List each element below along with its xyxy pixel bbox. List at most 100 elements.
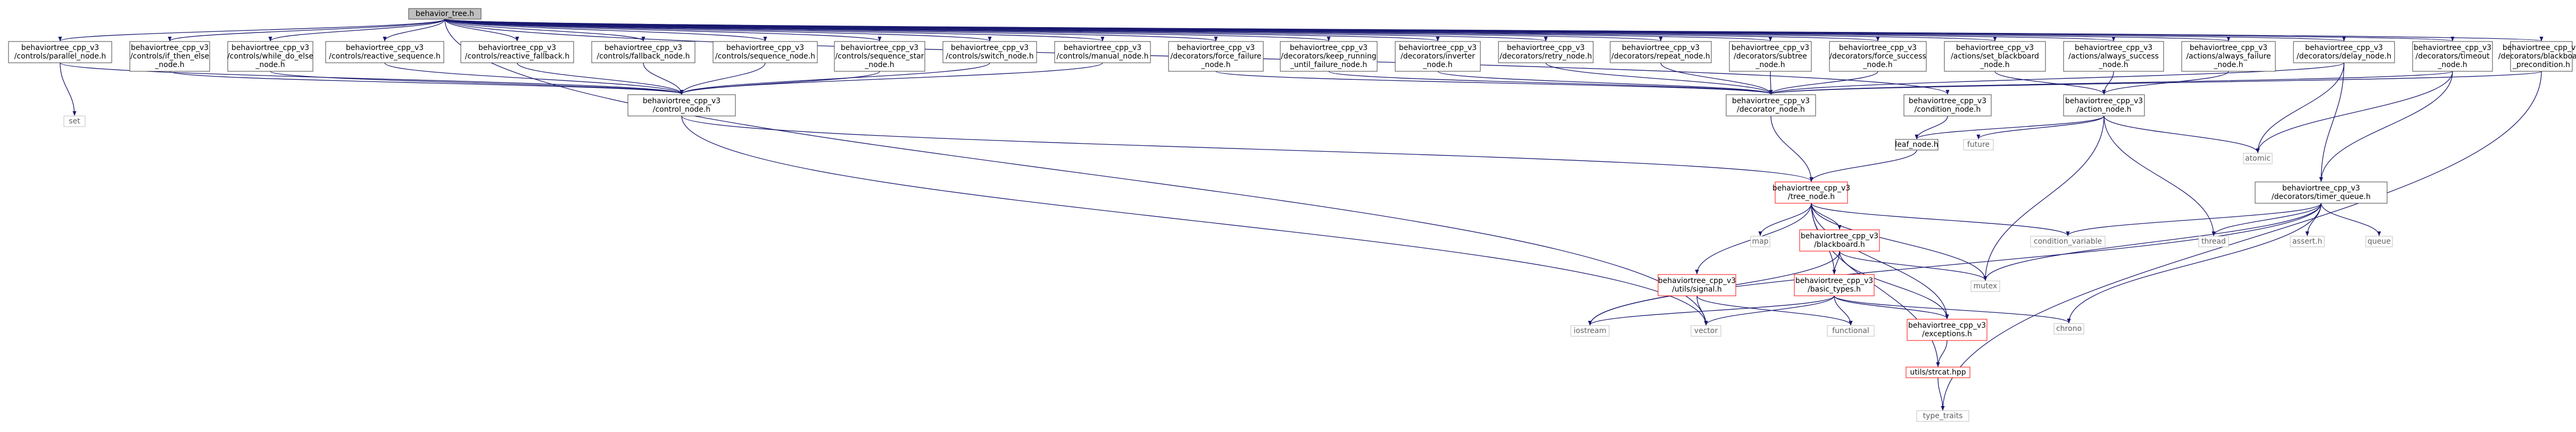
node-utils-strcat-hpp[interactable]: utils/strcat.hpp [1906,367,1970,378]
node-label-line: /decorators/retry_node.h [1500,52,1592,61]
node-behaviortree-cpp-v3-actions-set-blackboard-node-h[interactable]: behaviortree_cpp_v3/actions/set_blackboa… [1944,41,2046,72]
node-box [942,41,1037,63]
node-behaviortree-cpp-v3-decorators-subtree-node-h[interactable]: behaviortree_cpp_v3/decorators/subtree_n… [1729,41,1812,72]
node-label-line: behaviortree_cpp_v3 [1908,321,1986,330]
node-behaviortree-cpp-v3-controls-sequence-node-h[interactable]: behaviortree_cpp_v3/controls/sequence_no… [713,41,818,63]
node-behaviortree-cpp-v3-actions-always-failure-node-h[interactable]: behaviortree_cpp_v3/actions/always_failu… [2181,41,2276,72]
node-label-line: behaviortree_cpp_v3 [2503,44,2576,52]
node-label-line: behaviortree_cpp_v3 [231,44,309,52]
node-box [1691,325,1721,337]
node-label-line: _node.h [2213,61,2243,69]
node-box [1916,410,1969,422]
node-behaviortree-cpp-v3-decorators-force-success-node-h[interactable]: behaviortree_cpp_v3/decorators/force_suc… [1829,41,1927,72]
node-behaviortree-cpp-v3-decorators-timeout-node-h[interactable]: behaviortree_cpp_v3/decorators/timeout_n… [2412,41,2493,72]
node-box [591,41,695,63]
node-behaviortree-cpp-v3-decorators-delay-node-h[interactable]: behaviortree_cpp_v3/decorators/delay_nod… [2293,41,2395,63]
node-label-line: behaviortree_cpp_v3 [1507,44,1585,52]
edge-root-to-ifthen [168,19,445,41]
node-label-line: /exceptions.h [1922,330,1972,338]
node-label-line: _node.h [2437,61,2467,69]
edge-seqstar-to-control [680,71,880,95]
node-behaviortree-cpp-v3-decorators-keep-running-until-failure-node-h[interactable]: behaviortree_cpp_v3/decorators/keep_runn… [1280,41,1378,72]
edge-timerq-to-chrono [2067,203,2322,323]
node-label-line: /controls/sequence_star [835,52,924,61]
node-box [129,41,210,72]
node-label-line: behaviortree_cpp_v3 [1732,44,1809,52]
node-box [1168,41,1264,72]
node-label-line: behaviortree_cpp_v3 [1732,97,1810,105]
node-behaviortree-cpp-v3-condition-node-h[interactable]: behaviortree_cpp_v3/condition_node.h [1903,94,1992,117]
edge-timerq-to-condvar [2066,203,2322,236]
node-box [713,41,818,63]
node-behaviortree-cpp-v3-decorators-timer-queue-h[interactable]: behaviortree_cpp_v3/decorators/timer_que… [2255,181,2388,204]
node-behaviortree-cpp-v3-controls-if-then-else-node-h[interactable]: behaviortree_cpp_v3/controls/if_then_els… [129,41,210,72]
node-label-line: set [69,117,80,126]
node-label-line: /decorators/timeout [2415,52,2490,61]
node-behaviortree-cpp-v3-actions-always-success-node-h[interactable]: behaviortree_cpp_v3/actions/always_succe… [2063,41,2164,72]
node-behaviortree-cpp-v3-basic-types-h[interactable]: behaviortree_cpp_v3/basic_types.h [1794,274,1875,296]
node-box [2365,236,2393,247]
node-box [63,115,86,127]
edge-treenode-to-condvar [1811,203,2070,236]
node-behaviortree-cpp-v3-blackboard-h[interactable]: behaviortree_cpp_v3/blackboard.h [1799,229,1880,252]
node-behaviortree-cpp-v3-controls-manual-node-h[interactable]: behaviortree_cpp_v3/controls/manual_node… [1054,41,1151,63]
edge-basictypes-to-exceptions [1834,295,1949,319]
node-label-line: behaviortree_cpp_v3 [1290,44,1368,52]
node-behaviortree-cpp-v3-decorators-force-failure-node-h[interactable]: behaviortree_cpp_v3/decorators/force_fai… [1168,41,1264,72]
node-behaviortree-cpp-v3-action-node-h[interactable]: behaviortree_cpp_v3/action_node.h [2063,94,2145,117]
node-label-line: behaviortree_cpp_v3 [346,44,424,52]
node-behaviortree-cpp-v3-decorator-node-h[interactable]: behaviortree_cpp_v3/decorator_node.h [1726,94,1816,117]
node-box [1906,367,1970,378]
node-label-line: behavior_tree.h [416,10,474,18]
node-iostream: iostream [1570,325,1610,337]
edge-manual-to-control [680,62,1103,95]
node-behaviortree-cpp-v3-control-node-h[interactable]: behaviortree_cpp_v3/control_node.h [627,94,736,117]
node-behaviortree-cpp-v3-controls-reactive-fallback-h[interactable]: behaviortree_cpp_v3/controls/reactive_fa… [460,41,574,63]
node-label-line: _node.h [1755,61,1785,69]
node-behaviortree-cpp-v3-utils-signal-h[interactable]: behaviortree_cpp_v3/utils/signal.h [1658,274,1736,296]
node-label-line: /decorators/blackboard [2498,52,2576,61]
edge-decorator-to-treenode [1770,115,1813,182]
node-behaviortree-cpp-v3-controls-reactive-sequence-h[interactable]: behaviortree_cpp_v3/controls/reactive_se… [325,41,444,63]
edge-blackboard-to-exceptions [1839,251,1949,319]
node-label-line: iostream [1573,327,1606,335]
edge-root-to-seqstar [444,19,882,41]
node-box [627,94,736,117]
edge-root-to-parallel [58,19,445,41]
edge-timerq-to-mutex [1983,203,2322,281]
node-label-line: _node.h [255,61,285,69]
node-behaviortree-cpp-v3-decorators-repeat-node-h[interactable]: behaviortree_cpp_v3/decorators/repeat_no… [1610,41,1712,63]
edge-root-to-switch [444,19,992,41]
node-label-line: functional [1832,327,1869,335]
node-behaviortree-cpp-v3-controls-while-do-else-node-h[interactable]: behaviortree_cpp_v3/controls/while_do_el… [227,41,313,72]
node-label-line: /controls/sequence_node.h [715,52,815,61]
node-behaviortree-cpp-v3-exceptions-h[interactable]: behaviortree_cpp_v3/exceptions.h [1907,319,1987,341]
edge-treenode-to-map [1758,203,1812,236]
node-behaviortree-cpp-v3-decorators-blackboard-precondition-h[interactable]: behaviortree_cpp_v3/decorators/blackboar… [2498,41,2576,72]
node-label-line: behaviortree_cpp_v3 [2305,44,2383,52]
node-label-line: behaviortree_cpp_v3 [2065,97,2143,105]
node-label-line: behaviortree_cpp_v3 [1909,97,1986,105]
node-behaviortree-cpp-v3-controls-parallel-node-h[interactable]: behaviortree_cpp_v3/controls/parallel_no… [8,41,112,63]
edge-parallel-to-control [60,62,684,95]
node-label-line: /controls/switch_node.h [946,52,1033,61]
node-box [460,41,574,63]
node-layer: behavior_tree.h behaviortree_cpp_v3/contr… [8,8,2576,422]
node-leaf-node-h[interactable]: leaf_node.h [1895,139,1939,151]
node-behaviortree-cpp-v3-decorators-inverter-node-h[interactable]: behaviortree_cpp_v3/decorators/inverter_… [1395,41,1481,72]
node-label-line: /decorators/keep_running [1281,52,1376,61]
node-box [1799,229,1880,252]
node-box [1729,41,1812,72]
node-label-line: _node.h [1979,61,2009,69]
edge-signal-to-vector [1696,295,1708,326]
node-box [408,8,482,20]
node-behaviortree-cpp-v3-controls-fallback-node-h[interactable]: behaviortree_cpp_v3/controls/fallback_no… [591,41,695,63]
node-box [1726,94,1816,117]
node-behaviortree-cpp-v3-decorators-retry-node-h[interactable]: behaviortree_cpp_v3/decorators/retry_nod… [1498,41,1594,63]
node-type-traits: type_traits [1916,410,1969,422]
node-behaviortree-cpp-v3-controls-switch-node-h[interactable]: behaviortree_cpp_v3/controls/switch_node… [942,41,1037,63]
node-behaviortree-cpp-v3-tree-node-h[interactable]: behaviortree_cpp_v3/tree_node.h [1772,181,1850,204]
edge-reactfb-to-control [517,62,684,95]
node-behaviortree-cpp-v3-controls-sequence-star-node-h[interactable]: behaviortree_cpp_v3/controls/sequence_st… [834,41,925,72]
